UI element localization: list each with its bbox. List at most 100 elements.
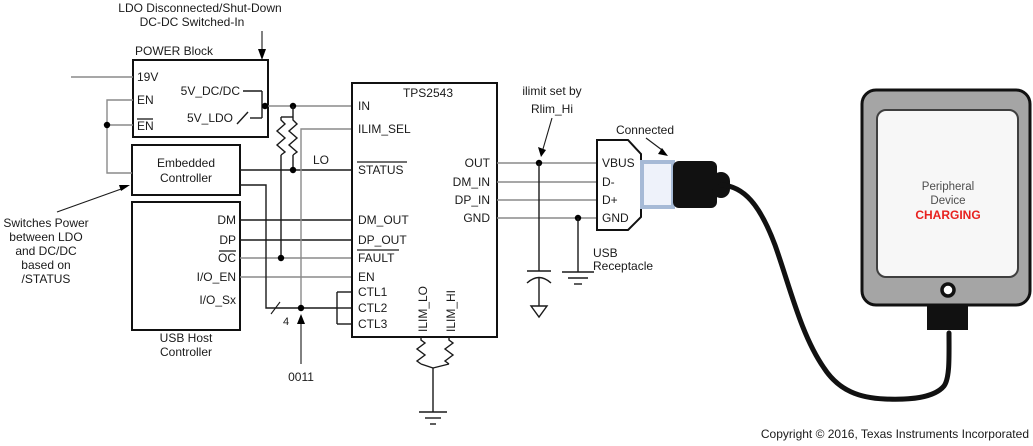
right-wiring: ilimit set by Rlim_Hi (497, 84, 597, 319)
usb-host-controller-block: DM DP OC I/O_EN I/O_Sx USB Host Controll… (131, 201, 241, 359)
switches-note-line2: between LDO (9, 230, 82, 244)
earth-ground-icon (562, 218, 594, 285)
usb-receptacle: VBUS D- D+ GND USB Receptacle Connected (593, 123, 674, 273)
connected-arrowhead (658, 148, 668, 156)
tps-pin-fault-bar: FAULT (358, 251, 395, 265)
resistor-ilim-hi (443, 337, 455, 365)
junction-switch-out (261, 102, 269, 110)
usb-host-pin-dm: DM (217, 213, 236, 227)
bus-width-slash (270, 301, 281, 315)
switches-note-line1: Switches Power (3, 216, 88, 230)
power-switch-icon (236, 90, 263, 125)
switches-note-arrow-line (56, 187, 125, 213)
power-pin-en-bar: EN (137, 119, 154, 133)
ilimit-note-line1: ilimit set by (522, 84, 581, 98)
device-label-line1: Peripheral (922, 181, 974, 193)
pullup-resistors (275, 106, 299, 258)
embedded-controller-outline (131, 144, 241, 196)
wire-bus (240, 184, 337, 309)
resistor-pullup-fault (275, 117, 287, 156)
tps-pin-status-bar: STATUS (358, 163, 404, 177)
ldo-note-arrowhead (258, 49, 266, 60)
receptacle-pin-gnd: GND (602, 211, 629, 225)
middle-wiring: LO 4 0011 (240, 102, 352, 384)
lo-label: LO (313, 153, 329, 167)
ground-triangle-icon (529, 305, 549, 319)
usb-host-pin-dp: DP (219, 233, 236, 247)
receptacle-label-line1: USB (593, 246, 618, 260)
tps-pin-ctl3: CTL3 (358, 317, 388, 331)
usb-host-outline (131, 201, 241, 331)
receptacle-pin-dminus: D- (602, 175, 615, 189)
copyright-text: Copyright © 2016, Texas Instruments Inco… (761, 427, 1029, 441)
plug-window (640, 160, 675, 209)
ground-icon (419, 411, 447, 425)
receptacle-pin-vbus: VBUS (602, 156, 635, 170)
tps-pin-ilim-sel: ILIM_SEL (358, 122, 411, 136)
ldo-note-line2: DC-DC Switched-In (140, 15, 245, 29)
home-button-icon (940, 282, 956, 298)
junction-en-bar (103, 121, 111, 129)
power-out-dcdc: 5V_DC/DC (181, 84, 241, 98)
junction-status-pullup (289, 166, 297, 174)
receptacle-label-line2: Receptacle (593, 259, 653, 273)
switches-note-line3: and DC/DC (15, 244, 77, 258)
wire-ilim-sel-riser (300, 128, 352, 308)
usb-plug (640, 160, 730, 209)
ilimit-note-line2: Rlim_Hi (531, 102, 573, 116)
device-connector (927, 304, 968, 330)
switches-note-arrowhead (119, 185, 130, 191)
tps-pin-dp-in: DP_IN (455, 193, 490, 207)
usb-host-pin-oc-bar: OC (218, 251, 236, 265)
connected-label: Connected (616, 123, 674, 137)
tps-pin-ctl2: CTL2 (358, 301, 388, 315)
power-pin-19v: 19V (137, 70, 158, 84)
device-charging-status: CHARGING (915, 208, 980, 222)
power-pin-en: EN (137, 93, 154, 107)
ilim-resistor-network (415, 337, 455, 425)
usb-host-label-line2: Controller (160, 345, 212, 359)
tps-pin-ilim-lo: ILIM_LO (416, 286, 430, 332)
junction-bus (297, 304, 305, 312)
tps-pin-gnd: GND (463, 211, 490, 225)
switches-power-note: Switches Power between LDO and DC/DC bas… (3, 185, 130, 286)
resistor-ilim-lo (415, 337, 427, 365)
tps2543-block: TPS2543 IN ILIM_SEL STATUS DM_OUT DP_OUT… (351, 82, 498, 338)
receptacle-pin-dplus: D+ (602, 193, 618, 207)
switches-note-line5: /STATUS (22, 272, 71, 286)
ldo-dcdc-annotation: LDO Disconnected/Shut-Down DC-DC Switche… (118, 1, 282, 60)
ldo-note-line1: LDO Disconnected/Shut-Down (118, 1, 281, 15)
tps-pin-dm-in: DM_IN (453, 175, 490, 189)
tps-pin-dm-out: DM_OUT (358, 213, 409, 227)
embedded-label-line1: Embedded (157, 156, 215, 170)
tps-pin-ctl1: CTL1 (358, 285, 388, 299)
bus-value-arrowhead (297, 314, 305, 324)
bus-value-label: 0011 (288, 370, 314, 384)
usb-receptacle-outline (596, 139, 642, 231)
usb-host-pin-io-en: I/O_EN (197, 270, 236, 284)
power-block-outline (132, 59, 269, 138)
wire-en-to-embedded (106, 99, 133, 174)
resistor-pullup-status (287, 117, 299, 156)
left-wiring (71, 76, 133, 174)
power-block-label: POWER Block (135, 44, 214, 58)
device-label-line2: Device (930, 195, 965, 207)
tablet-screen (876, 109, 1019, 278)
ilimit-arrow-line (542, 117, 553, 150)
ilimit-annotation: ilimit set by Rlim_Hi (522, 84, 582, 157)
tps2543-title: TPS2543 (403, 86, 453, 100)
tps-pin-ilim-hi: ILIM_HI (444, 290, 458, 332)
embedded-controller-block: Embedded Controller (131, 144, 241, 196)
connected-arrow-line (645, 137, 663, 151)
usb-host-label-line1: USB Host (160, 331, 213, 345)
switches-note-line4: based on (21, 258, 70, 272)
junction-fault-pullup (277, 254, 285, 262)
peripheral-device: Peripheral Device CHARGING (860, 88, 1032, 330)
tps-pin-in: IN (358, 99, 370, 113)
plug-body (673, 161, 717, 208)
capacitor-icon (526, 163, 552, 319)
power-out-ldo: 5V_LDO (187, 111, 233, 125)
bus-width-label: 4 (283, 316, 289, 328)
